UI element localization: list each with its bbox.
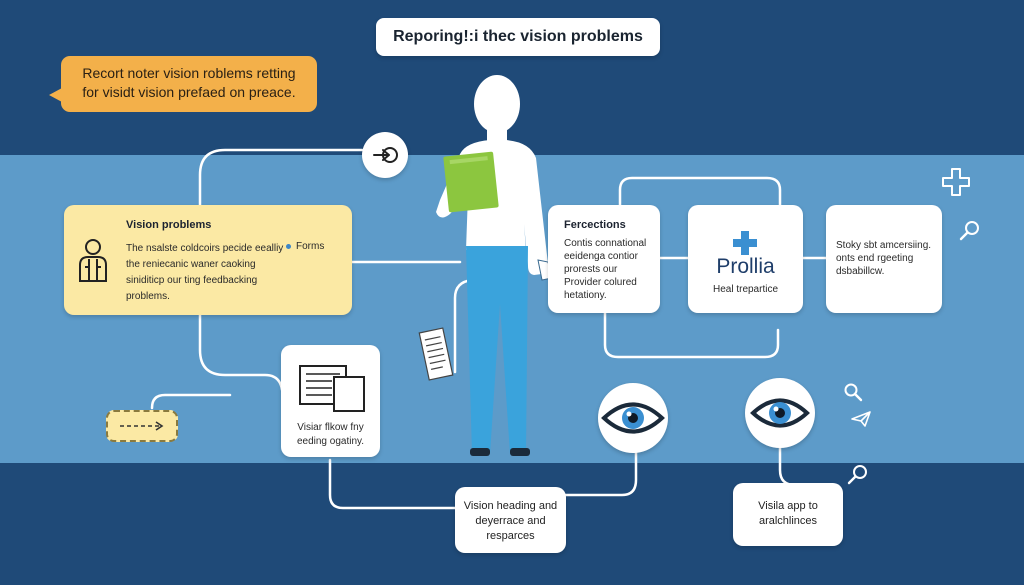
bullet-icon [286,243,291,249]
medical-cross-icon [733,231,757,255]
person-figure [436,75,553,456]
vision-problems-text: The nsalste coldcoirs pecide eealliy the… [126,243,284,302]
vision-problems-title: Vision problems [126,219,212,231]
eye-icon [750,398,810,428]
document-icon [299,365,365,412]
magnifier-icon[interactable] [842,381,864,403]
fercections-card[interactable]: Fercections Contis connational eeidenga … [548,205,660,313]
bottom-left-text: Vision heading and deyerrace and resparc… [463,500,558,542]
bottom-right-card[interactable]: Visila app to aralchlinces [733,483,843,546]
vision-problems-card[interactable]: Vision problems The nsalste coldcoirs pe… [64,205,352,315]
eye-icon [601,402,665,434]
forms-item[interactable]: Forms [286,241,324,252]
enter-button[interactable] [362,132,408,178]
right-card-text: Stoky sbt amcersiing. onts end rgeeting … [836,240,932,277]
eye-button-right[interactable] [745,378,815,448]
forms-label: Forms [296,241,325,252]
right-info-card[interactable]: Stoky sbt amcersiing. onts end rgeeting … [826,205,942,313]
magnifier-icon[interactable] [958,218,982,242]
prollia-subtitle: Heal trepartice [712,284,779,295]
info-callout: Recort noter vision roblems retting for … [61,56,317,112]
enter-arrow-icon [373,147,398,163]
callout-line-2: for visidt vision prefaed on preace. [82,84,296,100]
fercections-title: Fercections [564,219,626,231]
document-card[interactable]: Visiar flkow fny eeding ogatiny. [281,345,380,457]
arrow-pill[interactable] [106,410,178,442]
prollia-card[interactable]: Prollia Heal trepartice [688,205,803,313]
receipt-icon [418,327,454,381]
bottom-right-text: Visila app to aralchlinces [758,500,818,527]
prollia-brand: Prollia [716,255,775,278]
bottom-left-card[interactable]: Vision heading and deyerrace and resparc… [455,487,566,553]
clipboard-icon [443,151,499,213]
eye-button-left[interactable] [598,383,668,453]
magnifier-icon[interactable] [846,462,870,486]
arrow-right-icon [120,421,164,431]
document-card-text: Visiar flkow fny eeding ogatiny. [296,422,365,447]
person-icon [79,239,107,282]
page-title: Reporing!:i thec vision problems [376,18,660,56]
medical-cross-outline-icon [942,168,970,196]
callout-tail [49,88,62,102]
paper-plane-icon [851,411,871,427]
callout-line-1: Recort noter vision roblems retting [82,65,296,81]
fercections-text: Contis connational eeidenga contior pror… [564,238,647,301]
